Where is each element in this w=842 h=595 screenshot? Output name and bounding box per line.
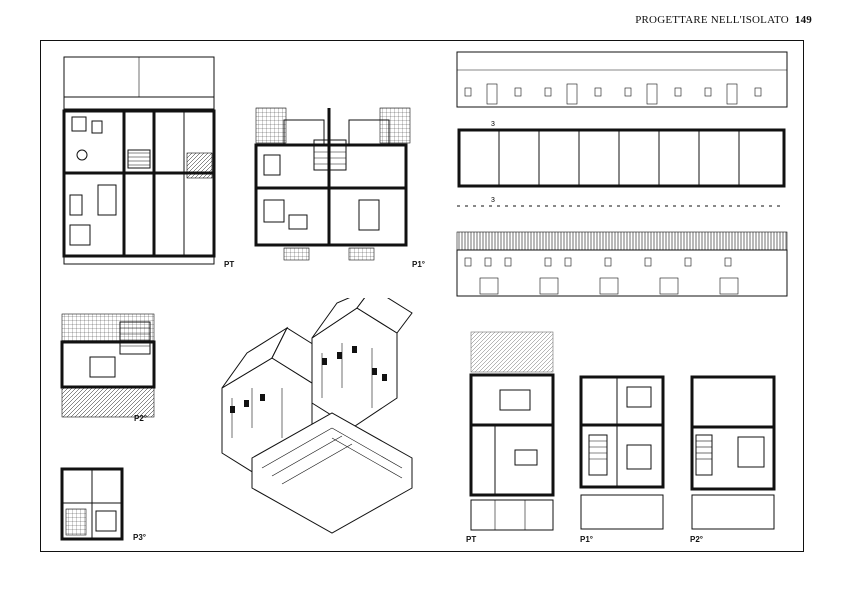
section-mark-b: 3 xyxy=(491,197,495,204)
label-pt-left: PT xyxy=(224,260,235,269)
plan-p3-left xyxy=(60,467,124,541)
facade-elevation-top xyxy=(456,51,788,108)
axonometric-view xyxy=(221,298,413,534)
label-p2-right: P2° xyxy=(690,535,703,544)
plan-pt-right xyxy=(469,331,555,531)
page-number: 149 xyxy=(794,14,812,26)
row-plan: 3 3 xyxy=(457,121,786,207)
plan-pt-left xyxy=(62,56,216,265)
label-p3-left: P3° xyxy=(133,533,146,542)
label-pt-right: PT xyxy=(466,535,477,544)
label-p1-left: P1° xyxy=(412,260,425,269)
section-mark-a: 3 xyxy=(491,121,495,128)
plan-p2-left xyxy=(60,313,156,418)
running-header: PROGETTARE NELL'ISOLATO 149 xyxy=(635,14,812,26)
label-p1-right: P1° xyxy=(580,535,593,544)
plan-p1-right xyxy=(579,375,665,530)
header-title: PROGETTARE NELL'ISOLATO xyxy=(635,14,789,26)
label-p2-left: P2° xyxy=(134,414,147,423)
plan-p2-right xyxy=(690,375,776,530)
facade-elevation-bottom xyxy=(456,231,788,297)
figure-frame xyxy=(40,40,804,552)
plan-p1-left xyxy=(254,107,411,261)
